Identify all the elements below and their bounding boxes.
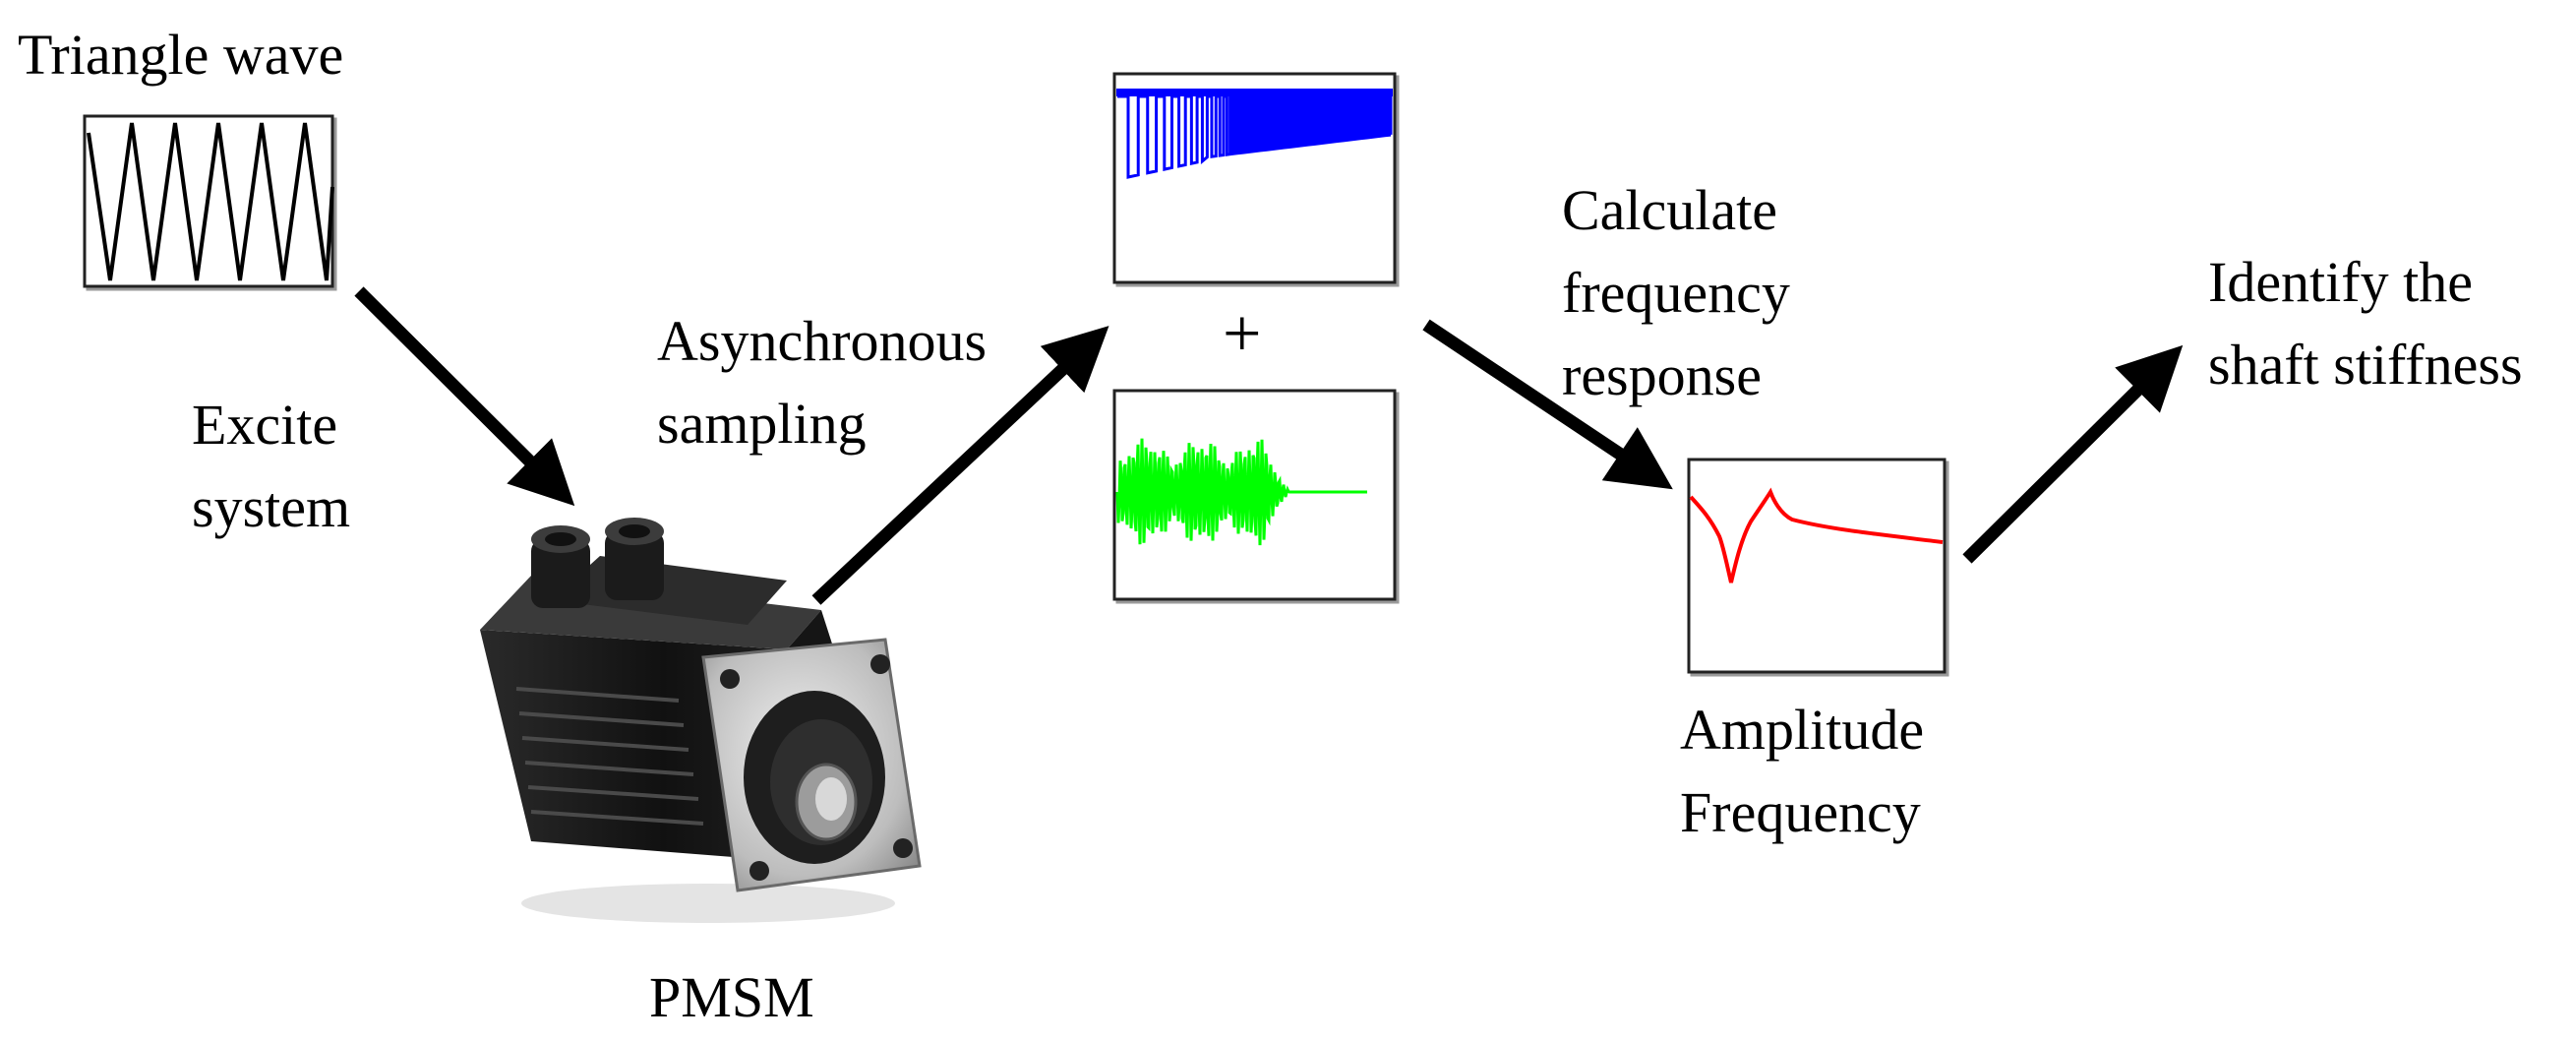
calc-label-line1: Calculate [1562,178,1778,242]
async-sampling-label: Asynchronous sampling [657,300,987,465]
amp-label-line1: Amplitude [1680,698,1925,762]
async-label-line2: sampling [657,392,867,456]
triangle-wave-trace [87,122,334,281]
plus-sign: + [1223,296,1262,372]
arrow-identify [1962,344,2184,564]
identify-label-line1: Identify the [2208,250,2473,314]
async-label-line1: Asynchronous [657,309,988,373]
identify-label-line2: shaft stiffness [2208,333,2523,397]
excite-label-line1: Excite [192,393,338,457]
frequency-response-panel [1687,458,1949,677]
sampled-signal-top-band [1116,89,1393,96]
triangle-wave-panel [83,114,337,291]
calc-label-line3: response [1562,343,1762,407]
excite-label-line2: system [192,475,351,539]
arrow-sampling [811,326,1109,605]
amp-label-line2: Frequency [1680,780,1921,844]
response-signal-trace [1115,438,1367,546]
amplitude-frequency-label: Amplitude Frequency [1680,689,1924,854]
excite-system-label: Excite system [192,384,350,549]
calc-label-line2: frequency [1562,261,1790,325]
response-signal-panel [1112,389,1400,604]
pmsm-label: PMSM [649,965,814,1029]
arrow-excite [354,286,575,507]
frequency-response-curve [1689,487,1944,583]
calculate-frequency-response-label: Calculate frequency response [1562,169,1790,417]
identify-shaft-stiffness-label: Identify the shaft stiffness [2208,241,2523,406]
pmsm-motor-icon [480,518,922,923]
sampled-signal-panel [1112,72,1400,287]
arrow-calculate [1422,319,1673,490]
triangle-wave-label: Triangle wave [18,23,344,87]
